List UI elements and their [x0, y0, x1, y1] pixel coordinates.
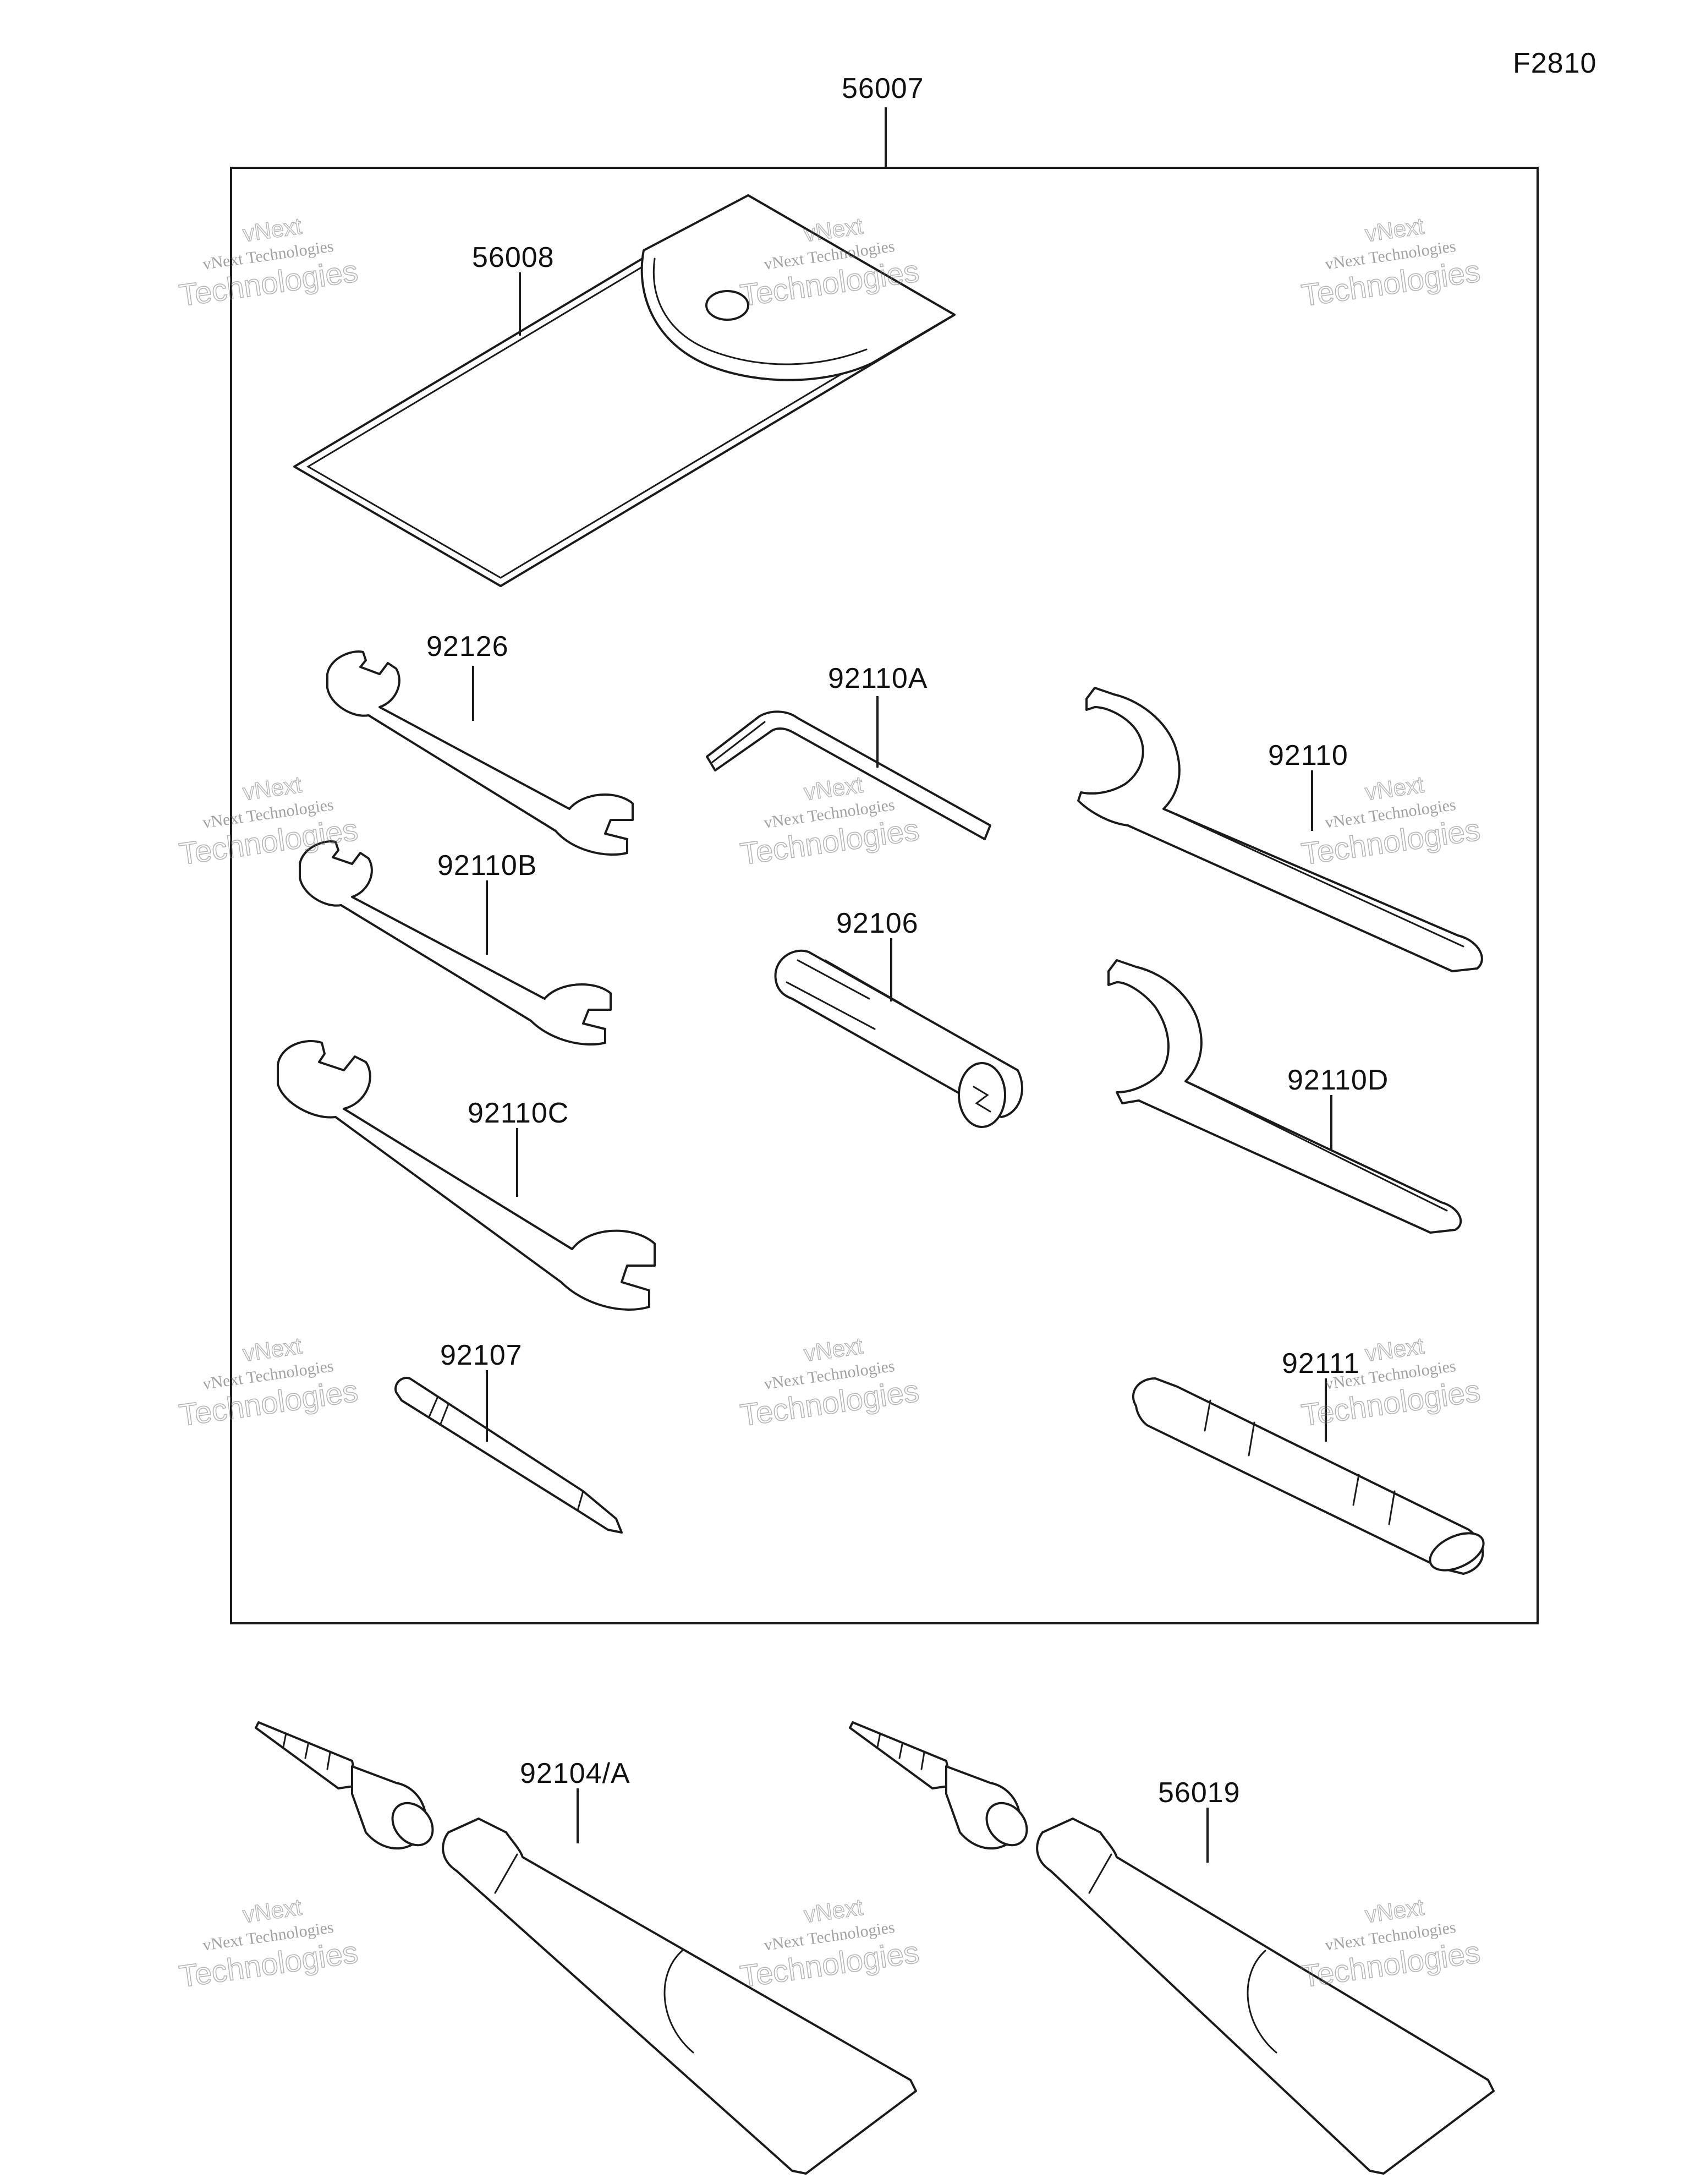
extension-handle [1132, 1377, 1485, 1575]
watermark-vnext: vNext [802, 213, 864, 247]
label-92110B: 92110B [437, 850, 537, 882]
label-56019: 56019 [1158, 1777, 1241, 1809]
watermark-vnext: vNext [1363, 1894, 1425, 1928]
label-92110A: 92110A [828, 663, 928, 694]
wrench-large [277, 1039, 656, 1311]
tool-bag [293, 194, 956, 587]
watermark-vnext: vNext [241, 213, 303, 247]
grease-tube-b [849, 1721, 1495, 2175]
figure-code: F2810 [1513, 47, 1596, 79]
label-92110D: 92110D [1287, 1064, 1389, 1096]
kit-part-number: 56007 [842, 73, 924, 105]
wrench-small [326, 650, 634, 856]
watermark-vnext: vNext [241, 771, 303, 806]
hex-key [706, 696, 991, 840]
watermark-vnext: vNext [241, 1894, 303, 1928]
label-92126: 92126 [426, 631, 509, 663]
hook-wrench-bottom [1107, 959, 1462, 1234]
label-92110: 92110 [1268, 740, 1348, 771]
label-92110C: 92110C [468, 1097, 569, 1129]
wrench-medium [299, 840, 612, 1046]
watermark-vnext: vNext [1363, 1333, 1425, 1367]
watermark-vnext: vNext [241, 1333, 303, 1367]
watermark-vnext: vNext [802, 1333, 864, 1367]
label-56008: 56008 [472, 242, 555, 273]
watermark-vnext: vNext [1363, 213, 1425, 247]
watermark-vnext: vNext [802, 771, 864, 806]
watermark-vnext: vNext [802, 1894, 864, 1928]
label-92107: 92107 [440, 1339, 523, 1371]
driver-handle [774, 938, 1024, 1128]
watermark-vnext: vNext [1363, 771, 1425, 806]
label-92104A: 92104/A [520, 1758, 630, 1789]
kit-frame [230, 167, 1539, 1624]
grease-tube-a [255, 1721, 917, 2175]
label-92111: 92111 [1282, 1348, 1360, 1380]
screwdriver-bit [394, 1370, 623, 1534]
hook-wrench-top [1077, 687, 1483, 972]
label-92106: 92106 [836, 907, 919, 939]
